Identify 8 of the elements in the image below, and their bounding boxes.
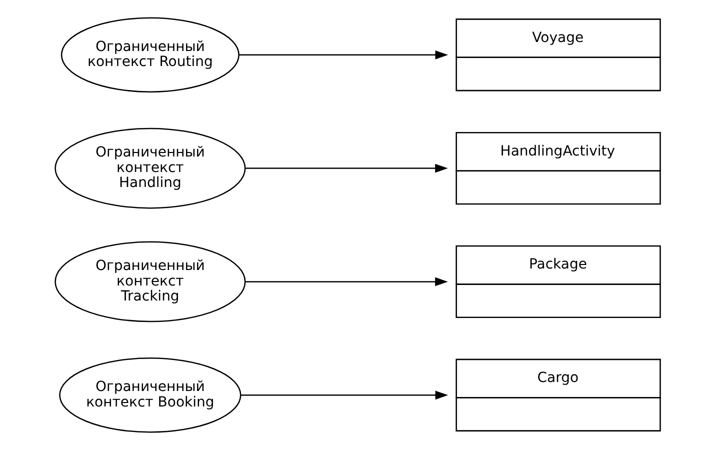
arrow — [238, 50, 448, 59]
arrow — [244, 163, 448, 172]
node-ellipse: Ограниченный контекст Handling — [54, 127, 246, 208]
node-ellipse: Ограниченный контекст Routing — [60, 16, 239, 92]
node-ellipse: Ограниченный контекст Booking — [58, 357, 241, 432]
node-ellipse: Ограниченный контекст Tracking — [54, 240, 246, 322]
arrow — [240, 390, 448, 400]
arrow — [244, 276, 448, 286]
